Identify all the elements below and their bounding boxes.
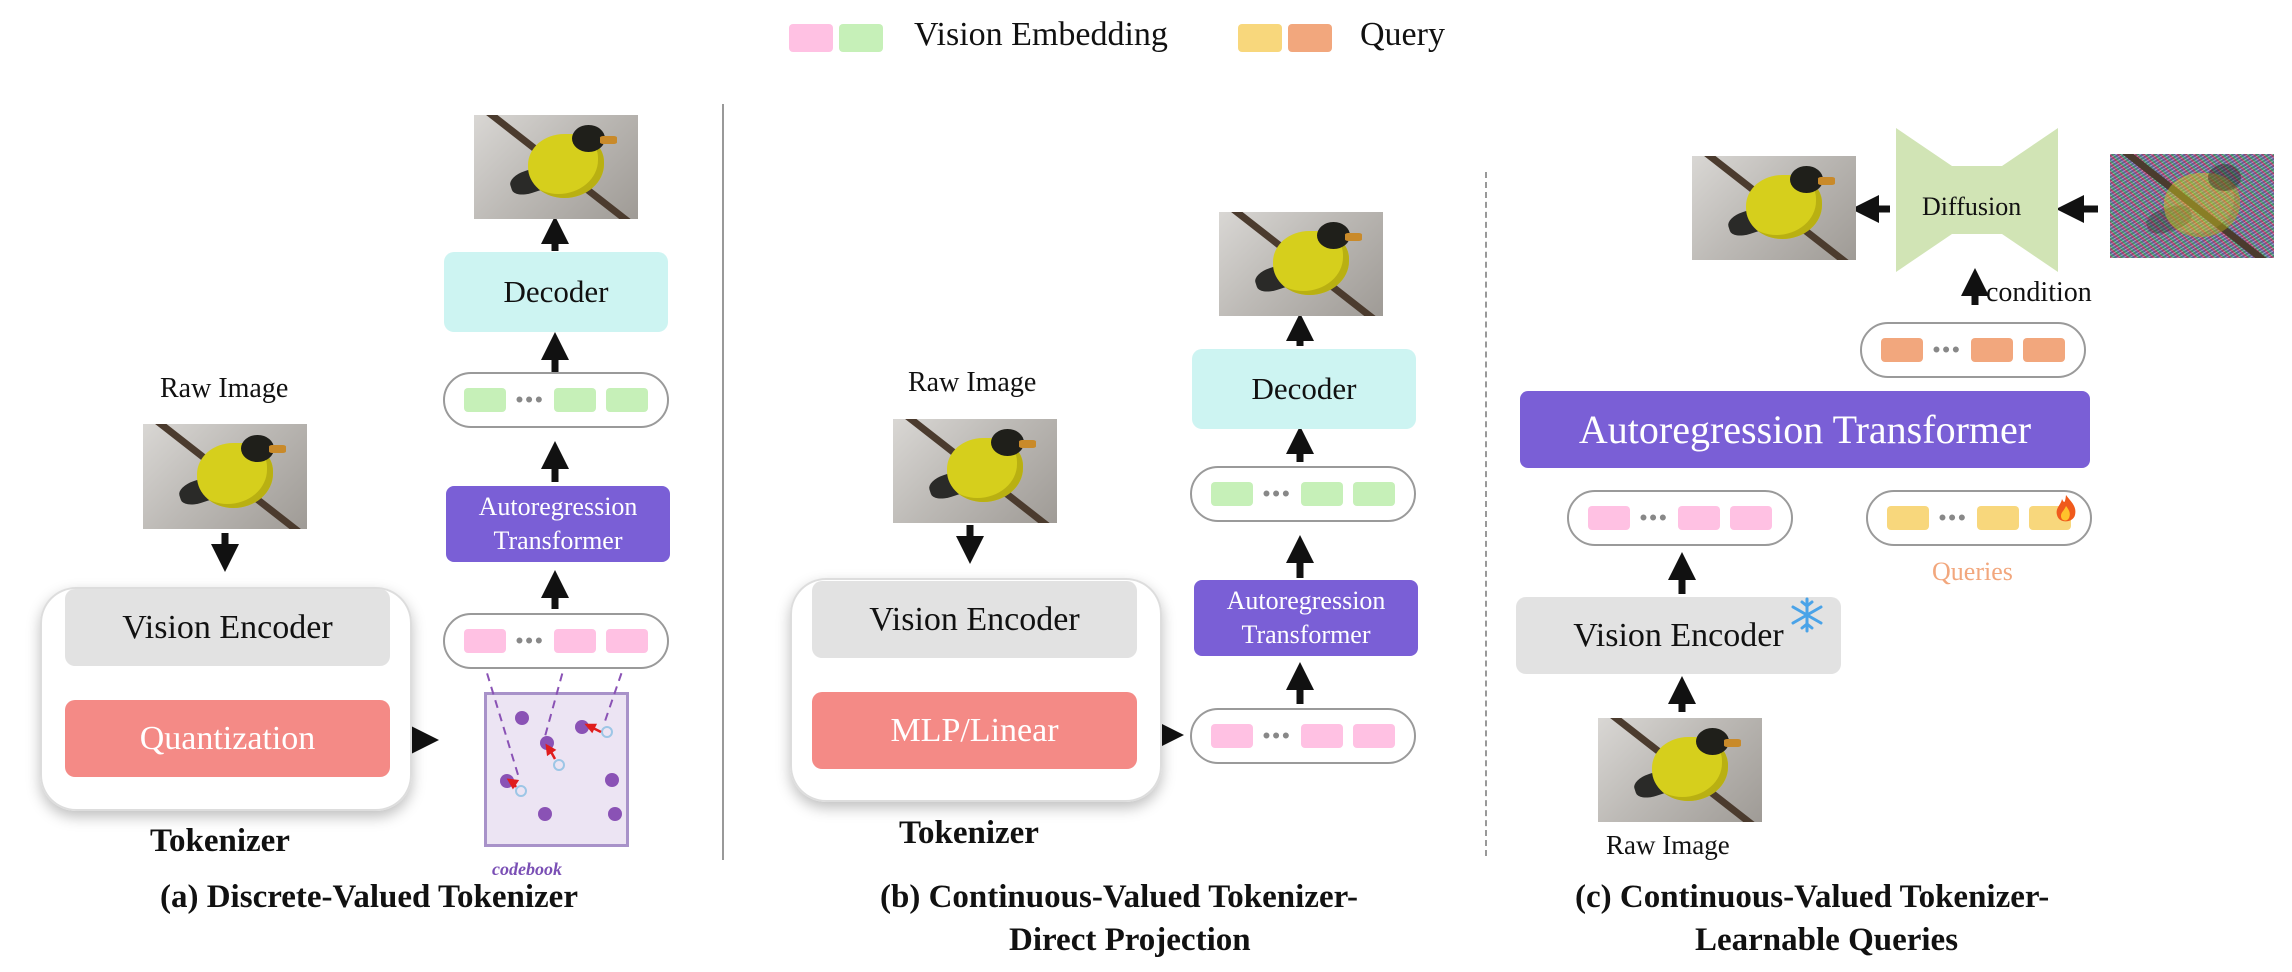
panel-b-caption-line2: Direct Projection [1009, 922, 1251, 958]
panel-c-vision-tokens-pink: ••• [1567, 490, 1793, 546]
panel-c-vision-encoder-label: Vision Encoder [1573, 616, 1784, 654]
panel-a-decoder: Decoder [444, 252, 668, 332]
panel-c-diffusion-label: Diffusion [1922, 192, 2022, 221]
panel-b-caption-line1: (b) Continuous-Valued Tokenizer- [880, 879, 1359, 915]
panel-a-ar-transformer: Autoregression Transformer [446, 486, 670, 562]
panel-c-noisy-image [2110, 154, 2274, 258]
panel-a-codebook [484, 692, 629, 847]
legend-vision-embedding-label: Vision Embedding [914, 16, 1168, 53]
codebook-points [500, 711, 622, 821]
panel-a-vision-encoder: Vision Encoder [65, 589, 390, 666]
separator-ab [722, 104, 724, 860]
panel-a-ar-line1: Autoregression [478, 492, 638, 521]
panel-a-caption: (a) Discrete-Valued Tokenizer [160, 879, 578, 915]
panel-b-decoder: Decoder [1192, 349, 1416, 429]
panel-c-caption-line1: (c) Continuous-Valued Tokenizer- [1575, 879, 2050, 915]
panel-c-output-image [1692, 156, 1856, 260]
legend-orange-swatch [1288, 24, 1332, 52]
separator-bc [1485, 172, 1487, 856]
panel-c-query-output-tokens: ••• [1860, 322, 2086, 378]
panel-b-raw-image [893, 419, 1057, 523]
panel-b-vision-encoder: Vision Encoder [812, 581, 1137, 658]
panel-c-raw-image-label: Raw Image [1606, 830, 1730, 860]
panel-b-ar-line1: Autoregression [1226, 586, 1386, 615]
panel-a-vision-tokens-green: ••• [443, 372, 669, 428]
panel-c-condition-label: condition [1986, 277, 2092, 308]
panel-a-codebook-label: codebook [492, 859, 562, 879]
panel-c-queries-label: Queries [1932, 557, 2013, 586]
legend-query-label: Query [1360, 16, 1445, 53]
panel-a-ar-line2: Transformer [493, 526, 623, 555]
panel-b-vision-tokens-green: ••• [1190, 466, 1416, 522]
panel-a-quantization: Quantization [65, 700, 390, 777]
snowflake-icon [1791, 597, 1823, 633]
panel-b-ar-transformer: Autoregression Transformer [1194, 580, 1418, 656]
panel-c-diffusion-shape [1896, 128, 2058, 272]
legend-green-swatch [839, 24, 883, 52]
legend-yellow-swatch [1238, 24, 1282, 52]
panel-a-tokenizer-label: Tokenizer [150, 823, 290, 859]
panel-a-raw-image-label: Raw Image [160, 373, 289, 404]
panel-c-vision-encoder: Vision Encoder [1516, 597, 1841, 674]
panel-c-raw-image [1598, 718, 1762, 822]
flame-icon [2056, 495, 2076, 522]
panel-a-vision-tokens-pink: ••• [443, 613, 669, 669]
panel-b-vision-tokens-pink: ••• [1190, 708, 1416, 764]
panel-a-raw-image [143, 424, 307, 529]
panel-c-query-input-tokens: ••• [1866, 490, 2092, 546]
panel-b-ar-line2: Transformer [1241, 620, 1371, 649]
legend-pink-swatch [789, 24, 833, 52]
panel-c-caption-line2: Learnable Queries [1695, 922, 1959, 958]
panel-b-mlp-linear: MLP/Linear [812, 692, 1137, 769]
panel-b-raw-image-label: Raw Image [908, 367, 1037, 398]
panel-b-tokenizer-label: Tokenizer [899, 815, 1039, 851]
panel-b-output-image [1219, 212, 1383, 316]
panel-a-output-image [474, 115, 638, 219]
panel-c-ar-transformer: Autoregression Transformer [1520, 391, 2090, 468]
